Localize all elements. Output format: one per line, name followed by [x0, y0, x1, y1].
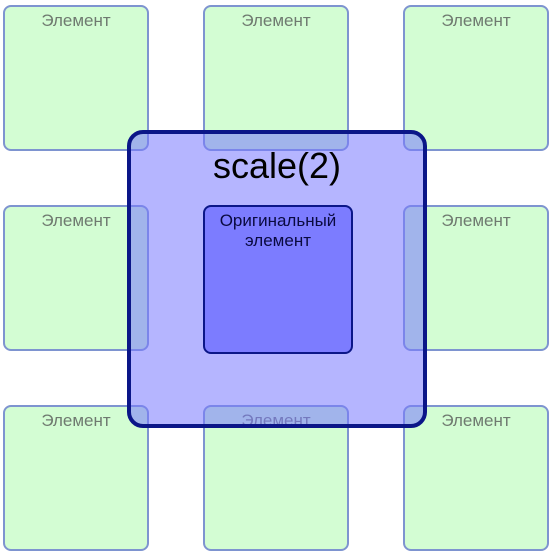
grid-cell-label: Элемент — [41, 11, 111, 30]
grid-cell-bottom-right: Элемент — [403, 405, 549, 551]
grid-cell-label: Элемент — [241, 11, 311, 30]
grid-cell-label: Элемент — [441, 211, 511, 230]
grid-cell-bottom-left: Элемент — [3, 405, 149, 551]
grid-cell-label: Элемент — [41, 411, 111, 430]
grid-cell-top-center: Элемент — [203, 5, 349, 151]
scaled-label: scale(2) — [212, 145, 342, 186]
original-label-line2: элемент — [245, 231, 311, 250]
original-element-box: Оригинальный элемент — [203, 205, 353, 354]
grid-cell-label: Элемент — [441, 411, 511, 430]
grid-cell-top-left: Элемент — [3, 5, 149, 151]
original-label-line1: Оригинальный — [219, 211, 337, 230]
grid-cell-middle-right: Элемент — [403, 205, 549, 351]
grid-cell-middle-left: Элемент — [3, 205, 149, 351]
grid-cell-label: Элемент — [441, 11, 511, 30]
grid-cell-label: Элемент — [41, 211, 111, 230]
grid-cell-top-right: Элемент — [403, 5, 549, 151]
